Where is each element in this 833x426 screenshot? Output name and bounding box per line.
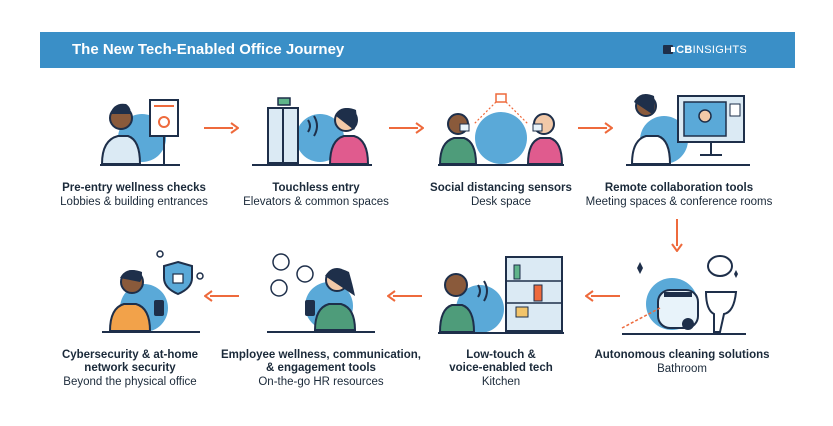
arrow-right-icon (204, 122, 239, 134)
step-title-line2: voice-enabled tech (449, 362, 553, 374)
arrow-down-icon (671, 219, 683, 252)
brand-logo: CBINSIGHTS (663, 44, 747, 56)
step-subtitle: Bathroom (657, 363, 707, 375)
step-title-line1: Cybersecurity & at-home (61, 349, 199, 361)
step-touchless-entry: Touchless entry Elevators & common space… (221, 182, 411, 209)
step-title-line2: & engagement tools (266, 362, 376, 374)
arrow-left-icon (387, 290, 422, 302)
step-subtitle: Meeting spaces & conference rooms (585, 196, 773, 208)
step-low-touch-voice: Low-touch & voice-enabled tech Kitchen (406, 349, 596, 389)
step-subtitle: Elevators & common spaces (243, 196, 389, 208)
brand-prefix: CB (676, 44, 693, 56)
shield-lock-icon (102, 250, 204, 333)
step-title-line2: network security (84, 362, 176, 374)
header-banner: The New Tech-Enabled Office Journey CBIN… (40, 32, 795, 68)
step-subtitle: Lobbies & building entrances (60, 196, 208, 208)
step-subtitle: Beyond the physical office (63, 376, 197, 388)
cb-logo-icon (663, 45, 676, 54)
video-call-monitor-icon (626, 94, 750, 166)
step-subtitle: Desk space (470, 196, 532, 208)
step-social-distancing: Social distancing sensors Desk space (406, 182, 596, 209)
phone-hr-icon (267, 253, 375, 333)
step-subtitle: On-the-go HR resources (258, 376, 384, 388)
touchless-elevator-icon (252, 97, 372, 166)
step-subtitle: Kitchen (481, 376, 521, 388)
cleaning-robot-icon (621, 255, 746, 335)
arrow-right-icon (578, 122, 613, 134)
arrow-left-icon (204, 290, 239, 302)
arrow-right-icon (389, 122, 424, 134)
step-title-line1: Low-touch & (466, 349, 536, 361)
step-title: Touchless entry (272, 182, 360, 194)
step-employee-wellness: Employee wellness, communication, & enga… (216, 349, 426, 389)
voice-fridge-icon (438, 256, 564, 334)
step-title-line1: Employee wellness, communication, (220, 349, 422, 361)
step-cybersecurity: Cybersecurity & at-home network security… (35, 349, 225, 389)
page-title: The New Tech-Enabled Office Journey (72, 41, 345, 58)
step-autonomous-cleaning: Autonomous cleaning solutions Bathroom (587, 349, 777, 376)
step-title: Autonomous cleaning solutions (594, 349, 770, 361)
step-title: Remote collaboration tools (604, 182, 754, 194)
step-pre-entry-wellness: Pre-entry wellness checks Lobbies & buil… (39, 182, 229, 209)
distancing-sensor-icon (438, 93, 564, 166)
step-title: Social distancing sensors (430, 182, 572, 194)
arrow-left-icon (585, 290, 620, 302)
brand-suffix: INSIGHTS (692, 44, 747, 56)
person-temperature-check-icon (100, 99, 180, 166)
step-remote-collaboration: Remote collaboration tools Meeting space… (574, 182, 784, 209)
step-title: Pre-entry wellness checks (62, 182, 206, 194)
